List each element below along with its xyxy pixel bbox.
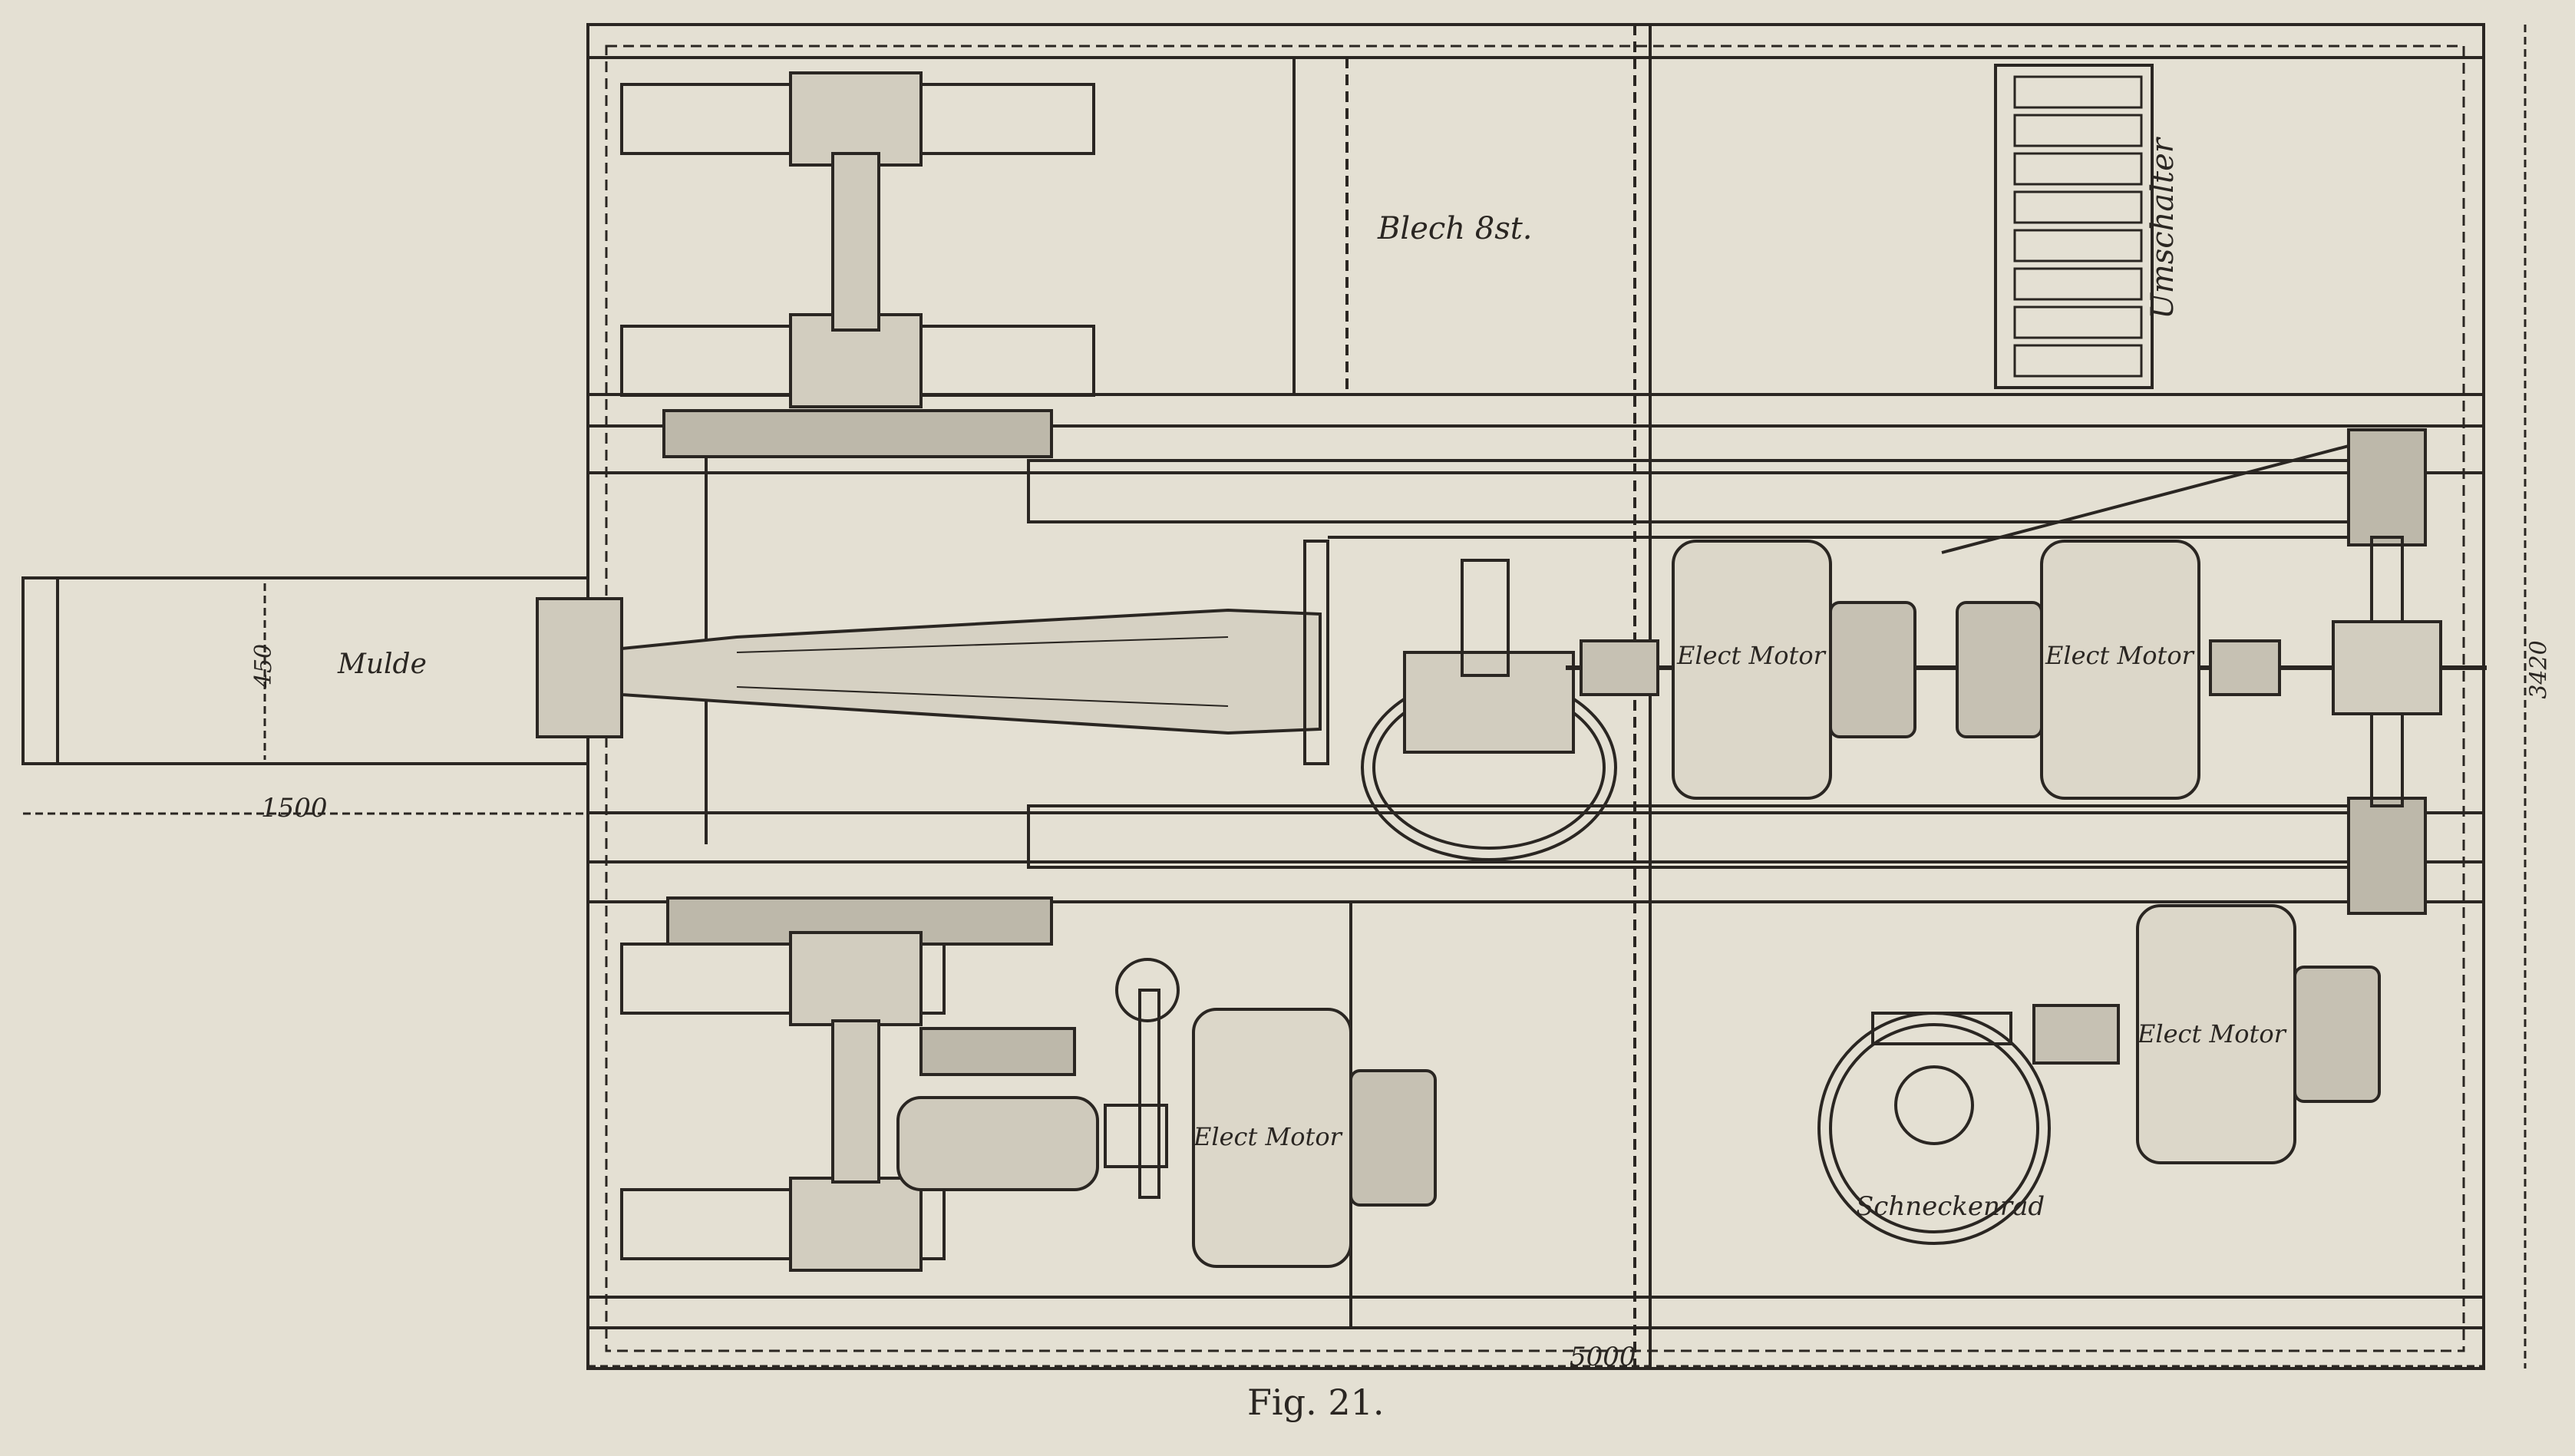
- switch-label: Umschalter: [2144, 138, 2180, 319]
- motors: [1192, 540, 2381, 1268]
- motor-label-2: Elect Motor: [2045, 641, 2194, 670]
- trough-label: Mulde: [338, 649, 427, 680]
- worm-wheel-label: Schneckenrad: [1856, 1191, 2045, 1222]
- trough-width-dimension: 450: [250, 643, 278, 688]
- switch-panel: [1994, 64, 2154, 389]
- motor-label-1: Elect Motor: [1677, 641, 1825, 670]
- total-width-dimension: 3420: [2525, 640, 2553, 699]
- motor-label-4: Elect Motor: [2138, 1019, 2286, 1048]
- drive-shaft: [620, 428, 2487, 915]
- plate-label: Blech 8st.: [1378, 211, 1533, 246]
- upper-roll-stand: [620, 71, 1095, 458]
- motor-label-3: Elect Motor: [1193, 1122, 1342, 1151]
- worm-wheel: [1817, 1012, 2051, 1245]
- trough: [21, 25, 2527, 1369]
- lower-roll-stand: [620, 896, 1180, 1272]
- total-length-dimension: 5000: [1570, 1342, 1636, 1372]
- figure-caption: Fig. 21.: [1247, 1382, 1385, 1423]
- trough-length-dimension: 1500: [261, 793, 328, 824]
